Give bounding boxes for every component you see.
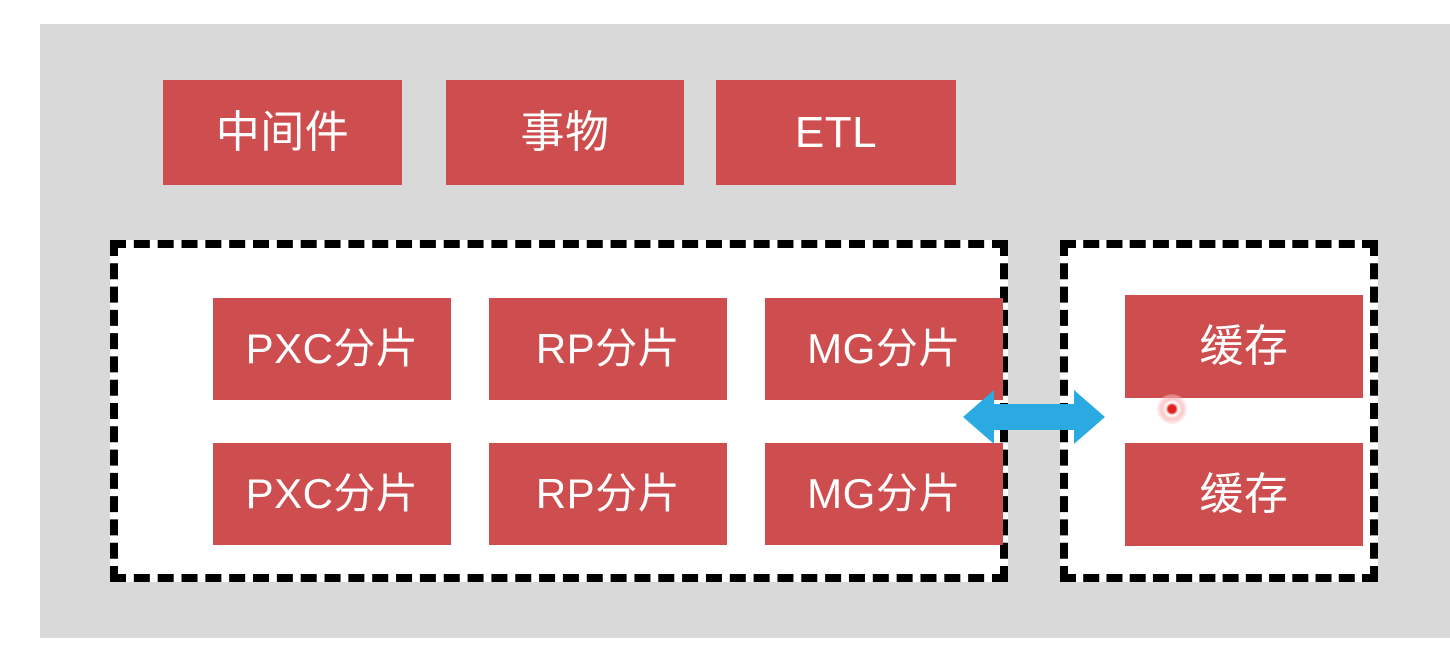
- cache-box-1[interactable]: 缓存: [1125, 295, 1363, 398]
- shard-box-pxc-2[interactable]: PXC分片: [213, 443, 451, 545]
- shard-box-rp-1[interactable]: RP分片: [489, 298, 727, 400]
- shard-box-rp-2[interactable]: RP分片: [489, 443, 727, 545]
- shard-box-pxc-1[interactable]: PXC分片: [213, 298, 451, 400]
- cache-box-2[interactable]: 缓存: [1125, 443, 1363, 546]
- sharding-cluster-group: PXC分片 RP分片 MG分片 PXC分片 RP分片 MG分片: [110, 240, 1008, 582]
- double-arrow-icon: [963, 390, 1105, 444]
- service-box-middleware[interactable]: 中间件: [163, 80, 402, 185]
- shard-box-mg-1[interactable]: MG分片: [765, 298, 1003, 400]
- bidirectional-sync-arrow: [963, 388, 1105, 446]
- service-box-etl[interactable]: ETL: [716, 80, 956, 185]
- slide-canvas: 中间件 事物 ETL PXC分片 RP分片 MG分片 PXC分片 RP分片 MG…: [40, 24, 1450, 638]
- cache-cluster-group: 缓存 缓存: [1060, 240, 1378, 582]
- shard-box-mg-2[interactable]: MG分片: [765, 443, 1003, 545]
- service-box-transaction[interactable]: 事物: [446, 80, 684, 185]
